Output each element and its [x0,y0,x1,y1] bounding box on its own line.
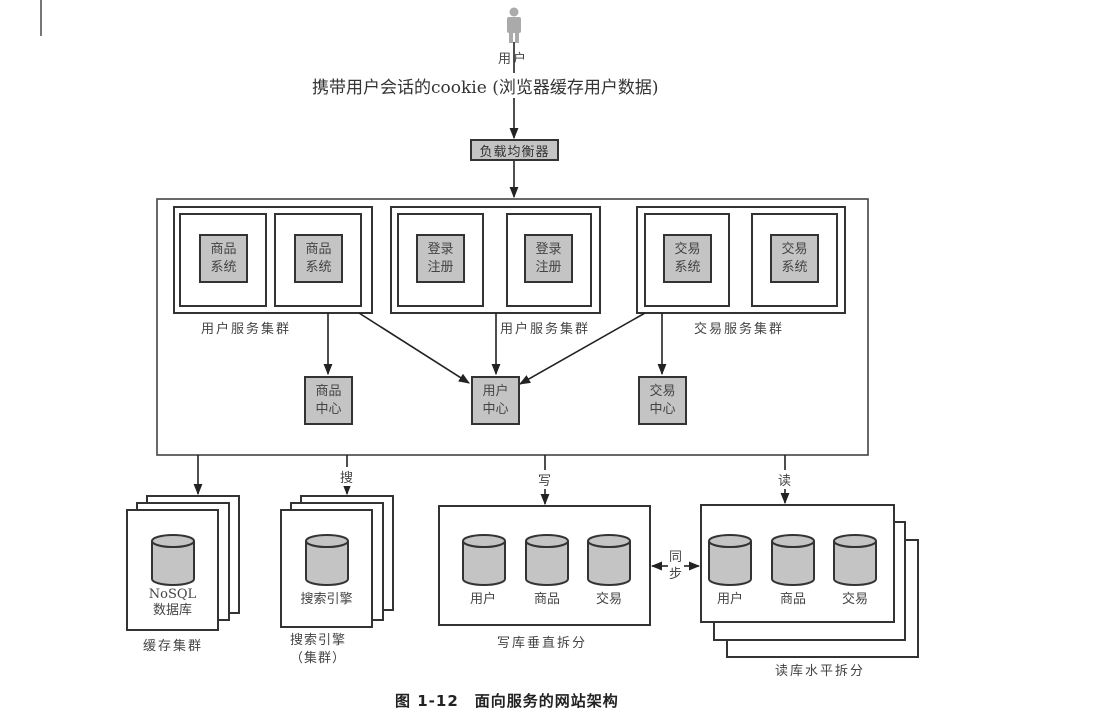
cache-cluster-caption: 缓存集群 [143,639,204,654]
edge-label-write: 写 [538,470,552,489]
system-label: 系统 [781,259,808,275]
system-label: 注册 [535,259,562,275]
person-icon [507,7,521,43]
read-trade-database-icon [833,534,877,586]
cluster-label-2: 用户服务集群 [500,322,591,337]
write-product-database-icon [525,534,569,586]
read-db-caption: 读库水平拆分 [775,664,866,679]
system-label: 登录 [427,241,454,257]
product-center-box: 商品中心 [304,376,353,425]
user-label: 用户 [498,52,529,67]
write-trade-database-icon [587,534,631,586]
system-label: 系统 [674,259,701,275]
read-db-trade-label: 交易 [841,592,868,607]
system-label: 注册 [427,259,454,275]
cookie-note: 携带用户会话的cookie (浏览器缓存用户数据) [312,73,659,98]
edge-label-sync: 同 步 [669,549,682,583]
server-box [751,213,838,307]
system-label: 商品 [210,241,237,257]
write-db-caption: 写库垂直拆分 [497,636,588,651]
search-cluster-caption: 搜索引擎 （集群） [290,632,346,668]
login-system-box: 登录注册 [524,234,573,283]
server-box [644,213,730,307]
services-container [156,198,869,456]
load-balancer: 负载均衡器 [470,139,559,161]
product-system-box: 商品系统 [199,234,248,283]
search-cluster-stack [280,495,394,628]
center-label: 商品 [315,383,342,399]
center-label: 交易 [649,383,676,399]
server-box [274,213,362,307]
read-user-database-icon [708,534,752,586]
figure-caption: 图 1-12 面向服务的网站架构 [395,692,619,710]
search-database-icon [305,534,349,586]
read-db-product-label: 商品 [779,592,806,607]
cache-cluster-stack [126,495,240,631]
read-db-user-label: 用户 [716,592,743,607]
trade-center-box: 交易中心 [638,376,687,425]
server-box [506,213,592,307]
system-label: 交易 [674,241,701,257]
server-box [179,213,267,307]
sync-char: 同 [669,550,683,565]
system-label: 系统 [210,259,237,275]
write-db-trade-label: 交易 [595,592,622,607]
user-center-box: 用户中心 [471,376,520,425]
edge-label-read: 读 [778,470,792,489]
search-caption-line: （集群） [290,651,347,666]
search-engine-db-label: 搜索引擎 [300,592,353,607]
login-system-box: 登录注册 [416,234,465,283]
cache-database-icon [151,534,195,586]
arrow-cluster1-to-user-center [358,312,470,384]
trade-system-box: 交易系统 [663,234,712,283]
read-product-database-icon [771,534,815,586]
nosql-db-label: NoSQL 数据库 [127,587,218,619]
center-label: 中心 [315,401,342,417]
nosql-label-line: 数据库 [152,603,192,618]
center-label: 用户 [482,383,509,399]
cluster-label-1: 用户服务集群 [201,322,292,337]
cluster-label-3: 交易服务集群 [694,322,785,337]
center-label: 中心 [649,401,676,417]
server-box [397,213,484,307]
write-user-database-icon [462,534,506,586]
trade-system-box: 交易系统 [770,234,819,283]
system-label: 交易 [781,241,808,257]
write-db-product-label: 商品 [533,592,560,607]
arrow-cluster3-to-user-center [519,312,646,385]
write-db-user-label: 用户 [469,592,496,607]
load-balancer-label: 负载均衡器 [479,144,550,160]
system-label: 系统 [305,259,332,275]
cluster-box-1 [173,206,373,314]
product-system-box: 商品系统 [294,234,343,283]
system-label: 商品 [305,241,332,257]
cluster-box-3 [636,206,846,314]
search-caption-line: 搜索引擎 [290,633,347,648]
system-label: 登录 [535,241,562,257]
sync-char: 步 [669,567,683,582]
center-label: 中心 [482,401,509,417]
nosql-label-line: NoSQL [148,587,197,602]
edge-label-search: 搜 [340,467,354,486]
